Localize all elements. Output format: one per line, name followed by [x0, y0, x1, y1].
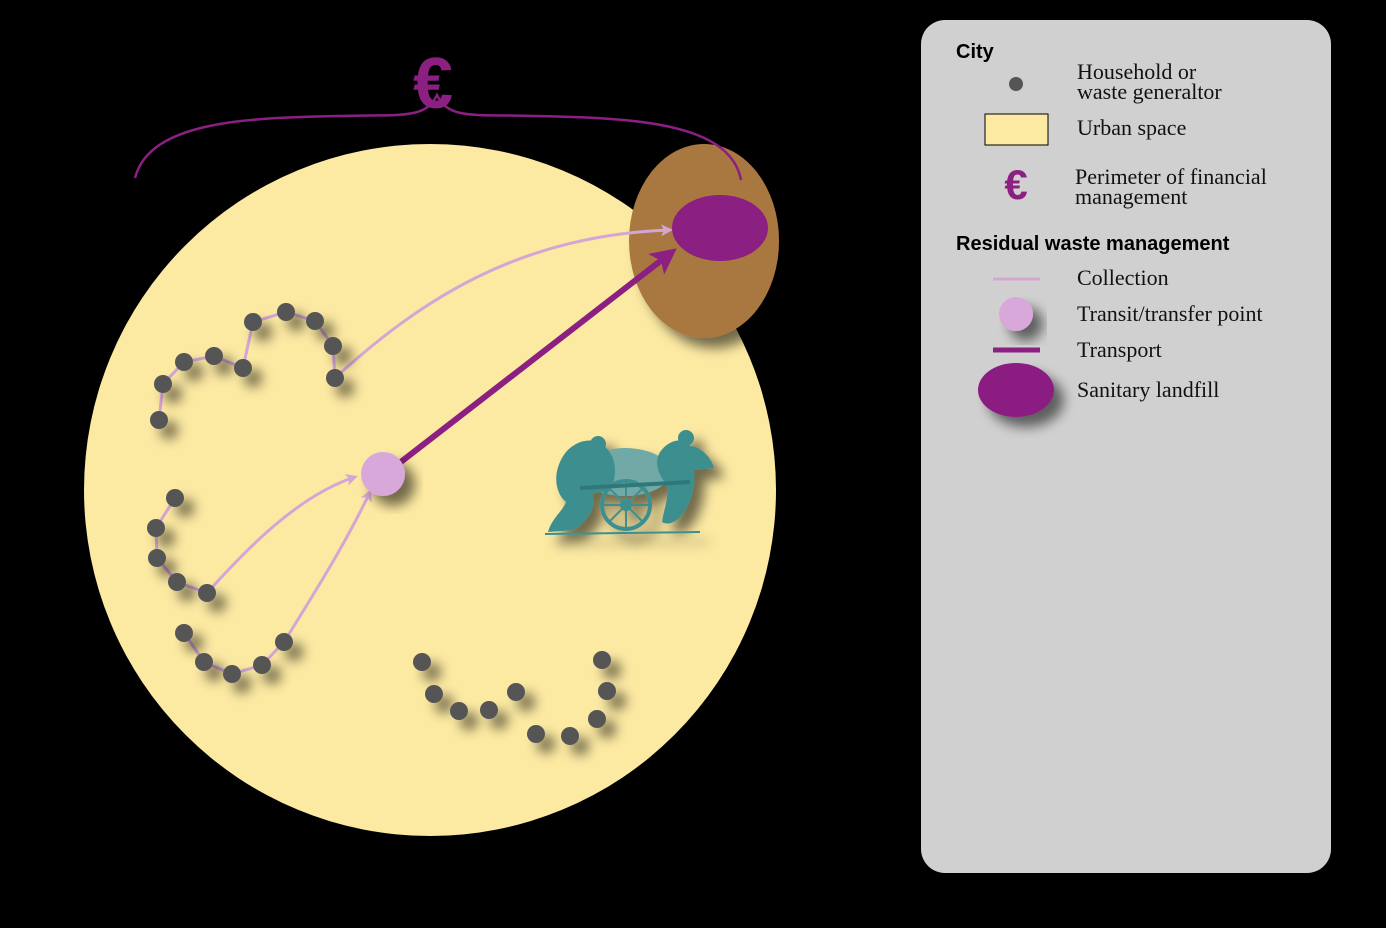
household-dot: [175, 624, 193, 642]
household-dot: [244, 313, 262, 331]
collection-to-transit-1: [205, 474, 358, 595]
legend-transit: Transit/transfer point: [1077, 301, 1263, 326]
household-icon: [1009, 77, 1023, 91]
households: [147, 303, 616, 745]
household-dot: [168, 573, 186, 591]
household-dot: [147, 519, 165, 537]
household-dot: [175, 353, 193, 371]
legend-panel: City Household or waste generaltor Urban…: [921, 20, 1331, 873]
transport-arrow: [382, 248, 677, 478]
household-dot: [205, 347, 223, 365]
household-dot: [450, 702, 468, 720]
legend-urban-space: Urban space: [1077, 115, 1186, 140]
household-dot: [223, 665, 241, 683]
household-dot: [148, 549, 166, 567]
household-dot: [198, 584, 216, 602]
household-dot: [507, 683, 525, 701]
transit-point: [361, 452, 405, 496]
legend-transport: Transport: [1077, 337, 1162, 362]
household-dot: [480, 701, 498, 719]
urban-space-icon: [984, 113, 1049, 146]
household-dot: [166, 489, 184, 507]
legend-perimeter-line2: management: [1075, 184, 1187, 209]
household-dot: [306, 312, 324, 330]
sanitary-landfill-icon: [978, 363, 1054, 417]
household-dot: [561, 727, 579, 745]
household-dot: [195, 653, 213, 671]
household-dot: [275, 633, 293, 651]
legend-background: [921, 20, 1331, 873]
legend-perimeter-line1: Perimeter of financial: [1075, 164, 1267, 189]
household-dot: [324, 337, 342, 355]
household-dot: [413, 653, 431, 671]
collection-path-upper: [157, 310, 337, 421]
collection-to-landfill: [333, 224, 673, 380]
household-dot: [234, 359, 252, 377]
household-dot: [326, 369, 344, 387]
euro-icon: €: [1004, 161, 1027, 208]
sanitary-landfill: [672, 195, 768, 261]
financial-perimeter-brace: [133, 92, 743, 181]
household-dot: [598, 682, 616, 700]
transit-point-icon: [999, 297, 1033, 331]
legend-household-line2: waste generaltor: [1077, 79, 1222, 104]
household-dot: [588, 710, 606, 728]
household-dot: [593, 651, 611, 669]
waste-cart-illustration: [544, 430, 714, 535]
legend-city-heading: City: [956, 41, 995, 63]
household-dot: [150, 411, 168, 429]
euro-symbol: €: [413, 44, 453, 124]
collection-to-transit-2: [282, 489, 372, 643]
household-dot: [425, 685, 443, 703]
household-dot: [527, 725, 545, 743]
household-dot: [253, 656, 271, 674]
legend-collection: Collection: [1077, 265, 1169, 290]
legend-residual-heading: Residual waste management: [956, 233, 1230, 255]
household-dot: [154, 375, 172, 393]
legend-household-line1: Household or: [1077, 59, 1197, 84]
household-dot: [277, 303, 295, 321]
legend-landfill: Sanitary landfill: [1077, 377, 1219, 402]
